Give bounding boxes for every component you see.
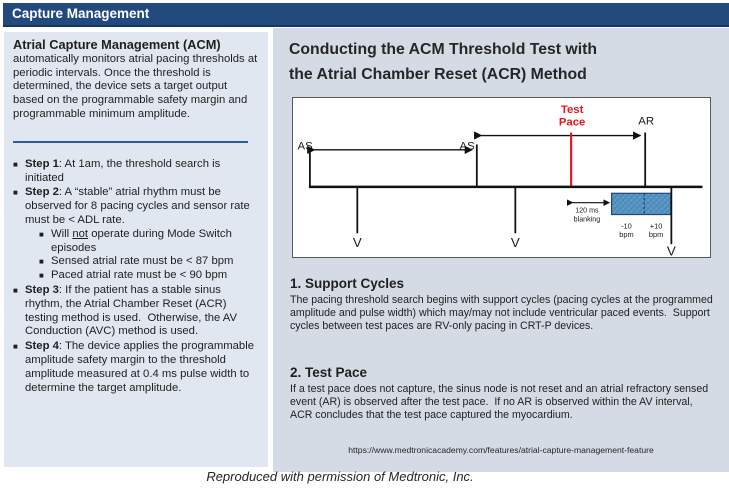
permission-credit: Reproduced with permission of Medtronic,… (206, 469, 474, 484)
minus-bpm-value-label: -10 (621, 221, 632, 230)
bullet-square-icon: ■ (13, 188, 18, 198)
step-text: : A “stable” atrial rhythm must be obser… (25, 186, 253, 226)
test-pace-section: 2. Test Pace If a test pace does not cap… (290, 365, 714, 423)
bullet-square-icon: ■ (13, 285, 18, 295)
main-content-panel: Conducting the ACM Threshold Test with t… (273, 28, 729, 472)
steps-list: ■ Step 1: At 1am, the threshold search i… (13, 158, 260, 396)
support-cycles-section: 1. Support Cycles The pacing threshold s… (290, 276, 714, 334)
sub-step-text: Will (51, 227, 73, 240)
section-body: The pacing threshold search begins with … (290, 294, 716, 333)
step-label: Step 3 (25, 283, 59, 296)
step-text: : If the patient has a stable sinus rhyt… (25, 283, 241, 338)
acr-detection-window-box (611, 192, 672, 216)
ar-label: AR (638, 116, 654, 128)
plus-bpm-value-label: +10 (650, 221, 663, 230)
section-divider (13, 140, 248, 143)
v2-label: V (511, 235, 520, 250)
bullet-square-icon: ■ (39, 229, 44, 239)
section-heading: 2. Test Pace (290, 365, 368, 380)
acm-intro-paragraph: automatically monitors atrial pacing thr… (13, 52, 258, 120)
bullet-square-icon: ■ (39, 257, 44, 267)
bullet-square-icon: ■ (13, 342, 18, 352)
acm-heading: Atrial Capture Management (ACM) (13, 37, 221, 52)
page-title: Capture Management (12, 6, 150, 21)
list-item: ■ Step 4: The device applies the program… (13, 340, 260, 395)
section-heading: 1. Support Cycles (290, 276, 405, 291)
as1-label: AS (298, 140, 314, 152)
step2-sub-list: ■ Will not operate during Mode Switch ep… (39, 228, 260, 283)
step-text: : The device applies the programmable am… (25, 340, 258, 394)
list-item: ■ Step 2: A “stable” atrial rhythm must … (13, 186, 260, 283)
step-label: Step 2 (25, 186, 59, 199)
sub-step-text: operate during Mode Switch episodes (51, 227, 232, 254)
bullet-square-icon: ■ (13, 159, 18, 169)
step-label: Step 4 (25, 340, 59, 353)
sub-step-underlined-word: not (72, 227, 89, 240)
list-item: ■ Step 1: At 1am, the threshold search i… (13, 158, 260, 186)
test-pace-label-line1: Test (561, 104, 584, 116)
sub-step-text: Paced atrial rate must be < 90 bpm (51, 269, 228, 282)
list-item: ■ Will not operate during Mode Switch ep… (39, 228, 260, 256)
step-label: Step 1 (25, 157, 59, 170)
section-body: If a test pace does not capture, the sin… (290, 383, 712, 422)
main-title-line2: the Atrial Chamber Reset (ACR) Method (289, 66, 587, 83)
blanking-label-line1: 120 ms (575, 207, 599, 215)
list-item: ■ Sensed atrial rate must be < 87 bpm (39, 255, 260, 269)
list-item: ■ Paced atrial rate must be < 90 bpm (39, 269, 260, 283)
v1-label: V (353, 235, 362, 250)
title-bar: Capture Management (3, 3, 729, 27)
list-item: ■ Step 3: If the patient has a stable si… (13, 284, 260, 339)
timing-diagram-svg: AS AS Test Pace AR V V 120 ms blanking -… (298, 104, 703, 257)
bullet-square-icon: ■ (39, 271, 44, 281)
step-text: : At 1am, the threshold search is initia… (25, 157, 224, 184)
test-pace-label-line2: Pace (559, 117, 586, 129)
acr-timing-diagram: AS AS Test Pace AR V V 120 ms blanking -… (292, 97, 711, 258)
main-title-line1: Conducting the ACM Threshold Test with (289, 41, 598, 58)
as2-label: AS (460, 140, 476, 152)
source-url: https://www.medtronicacademy.com/feature… (348, 445, 654, 455)
blanking-label-line2: blanking (574, 215, 601, 223)
main-title: Conducting the ACM Threshold Test with t… (289, 37, 719, 87)
left-sidebar-panel: Atrial Capture Management (ACM) automati… (4, 32, 268, 467)
v3-label: V (667, 244, 676, 257)
minus-bpm-unit-label: bpm (619, 230, 633, 239)
sub-step-text: Sensed atrial rate must be < 87 bpm (51, 255, 234, 268)
plus-bpm-unit-label: bpm (649, 230, 663, 239)
